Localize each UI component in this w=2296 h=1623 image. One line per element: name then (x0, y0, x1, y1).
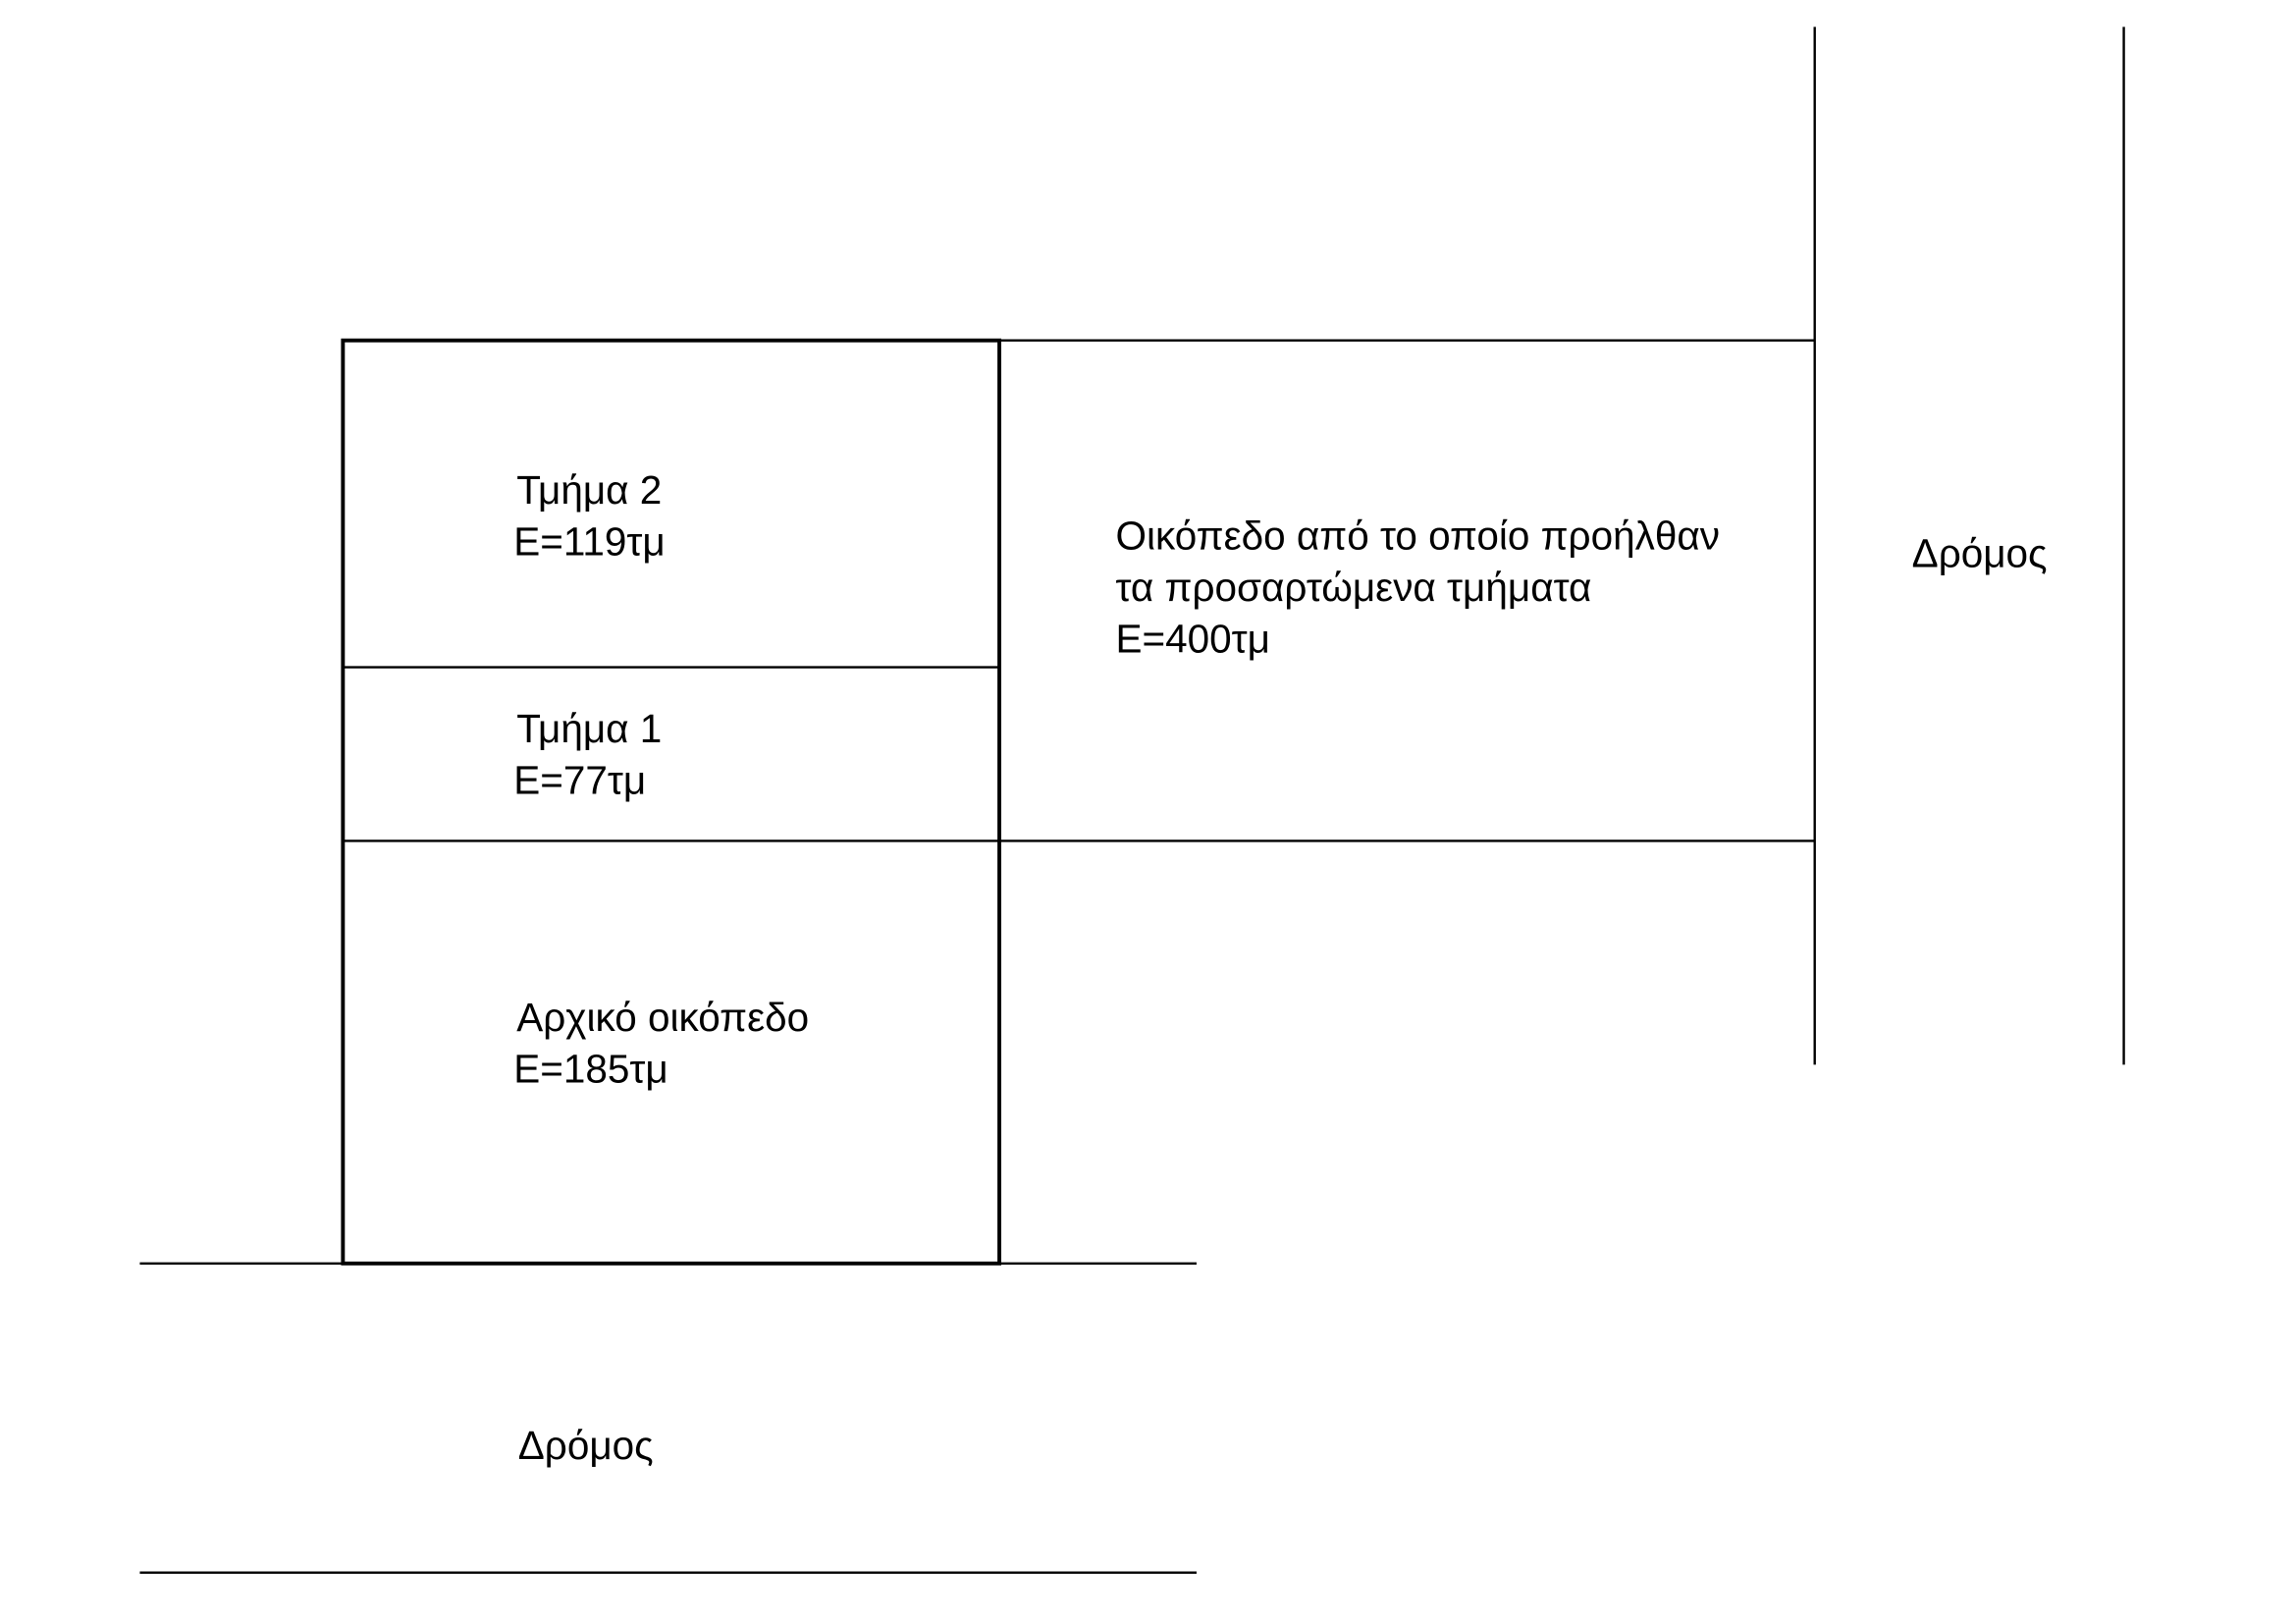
part2-area: E=119τμ (513, 519, 665, 565)
original-name: Αρχικό οικόπεδο (516, 995, 809, 1040)
source-line2: τα προσαρτώμενα τμήματα (1116, 565, 1592, 610)
combined-parcel-outline (341, 338, 1002, 1266)
bottom-road-label: Δρόμος (518, 1423, 654, 1468)
part1-name: Τμήμα 1 (516, 706, 662, 751)
source-line1: Οικόπεδο από το οποίο προήλθαν (1116, 514, 1720, 559)
part1-area: E=77τμ (513, 758, 646, 803)
right-road-label: Δρόμος (1912, 531, 2048, 576)
source-area: E=400τμ (1116, 617, 1270, 662)
original-area: E=185τμ (513, 1046, 667, 1091)
part2-name: Τμήμα 2 (516, 467, 662, 513)
